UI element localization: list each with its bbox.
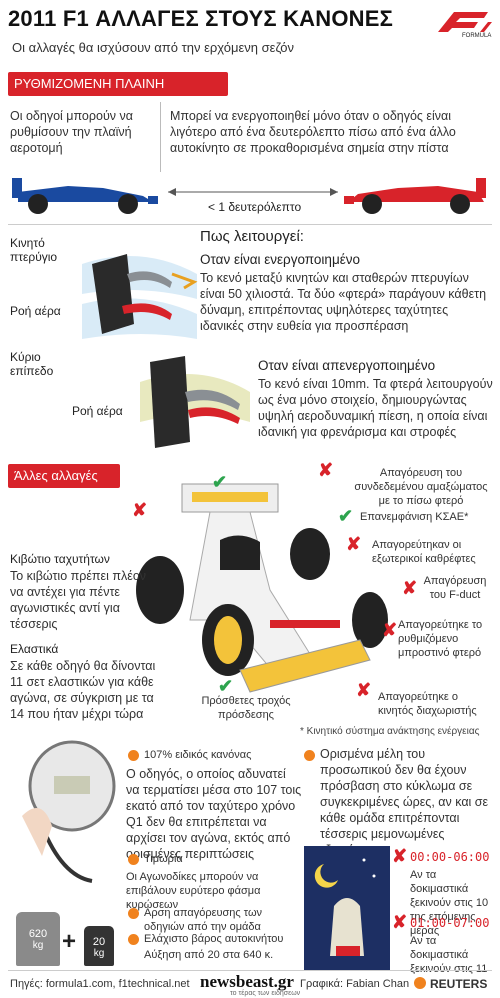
time2-x-icon: ✘ xyxy=(392,912,408,932)
splitter-x-icon: ✘ xyxy=(356,680,372,700)
section-bar-drs: ΡΥΘΜΙΖΟΜΕΝΗ ΠΛΑΙΝΗ ΑΕΡΟΤΟΜΗ xyxy=(8,72,228,115)
kers-check-icon-2: ✔ xyxy=(338,506,354,526)
footer-brand: newsbeast.gr xyxy=(200,972,294,991)
drs-left-text: Οι οδηγοί μπορούν να ρυθμίσουν την πλαϊν… xyxy=(10,109,133,155)
bullet-icon xyxy=(128,854,139,865)
fduct-text: Απαγόρευση του F-duct xyxy=(423,575,487,601)
weight-20: 20 kg xyxy=(84,926,114,966)
front-wing-text: Απαγορεύτηκε το ρυθμιζόμενο μπροστινό φτ… xyxy=(398,619,483,659)
footer-graphics: Γραφικά: Fabian Chan xyxy=(300,978,410,990)
stopwatch-icon xyxy=(22,740,116,883)
svg-text:FORMULA 1: FORMULA 1 xyxy=(462,33,492,38)
activated-title: Οταν είναι ενεργοποιημένο xyxy=(200,252,360,267)
deactivated-title: Οταν είναι απενεργοποιημένο xyxy=(258,358,436,373)
min-weight-title: Ελάχιστο βάρος αυτοκινήτου xyxy=(144,933,284,945)
front-wing-x-icon: ✘ xyxy=(382,620,398,640)
blue-car xyxy=(12,178,158,214)
time1-label: 00:00-06:00 xyxy=(410,850,490,864)
weight-unit: kg xyxy=(32,940,44,951)
mirrors-text: Απαγορεύτηκαν οι εξωτερικοί καθρέφτες xyxy=(372,539,476,565)
label-moving-flap: Κινητό πτερύγιο xyxy=(10,236,58,264)
gap-label: < 1 δευτερόλεπτο xyxy=(208,200,302,214)
gearbox-text: Το κιβώτιο πρέπει πλέον να αντέχει για π… xyxy=(10,569,147,631)
label-airflow-1: Ροή αέρα xyxy=(10,304,61,318)
penalties-title: Τιμωρία xyxy=(144,853,183,865)
bullet-icon xyxy=(128,908,139,919)
rule-107-text: Ο οδηγός, ο οποίος αδυνατεί να τερματίσε… xyxy=(126,767,302,861)
tyres-text: Σε κάθε οδηγό θα δίνονται 11 σετ ελαστικ… xyxy=(10,659,156,721)
wing-open-diagram xyxy=(82,254,198,339)
weight-620-value: 620 xyxy=(28,928,48,940)
penalties-text: Οι Αγωνοδίκες μπορούν να επιβάλουν ευρύτ… xyxy=(126,871,261,911)
bullet-icon xyxy=(128,934,139,945)
tyres-title: Ελαστικά xyxy=(10,642,59,656)
page-subtitle: Οι αλλαγές θα ισχύσουν από την ερχόμενη … xyxy=(12,40,295,55)
plus-icon: + xyxy=(62,928,77,955)
kers-text: Επανεμφάνιση ΚΣΑΕ* xyxy=(360,511,469,523)
drs-right-text: Μπορεί να ενεργοποιηθεί μόνο όταν ο οδηγ… xyxy=(170,109,456,155)
time1-text: Αν τα δοκιμαστικά ξεκινούν στις 10 της ε… xyxy=(410,869,489,937)
page-title: 2011 F1 ΑΛΛΑΓΕΣ ΣΤΟΥΣ ΚΑΝΟΝΕΣ xyxy=(8,6,394,31)
rule-107-title: 107% ειδικός κανόνας xyxy=(144,749,252,761)
staff-text: Ορισμένα μέλη του προσωπικού δεν θα έχου… xyxy=(320,747,489,857)
team-orders-text: Αρση απαγόρευσης των οδηγιών από την ομά… xyxy=(144,907,263,933)
tethers-check-icon: ✔ xyxy=(218,676,234,696)
kers-check-icon: ✔ xyxy=(212,472,228,492)
footer-sources: Πηγές: formula1.com, f1technical.net xyxy=(10,978,190,990)
gearbox-x-icon: ✘ xyxy=(132,500,148,520)
label-airflow-2: Ροή αέρα xyxy=(72,404,123,418)
section-bar-other: Άλλες αλλαγές xyxy=(8,464,120,488)
ban-diffuser-text: Απαγόρευση του συνδεδεμένου αμαξώματος μ… xyxy=(354,467,488,507)
wing-closed-diagram xyxy=(140,356,250,448)
min-weight-text: Αύξηση από 20 στα 640 κ. xyxy=(144,949,274,961)
divider xyxy=(8,970,492,971)
divider xyxy=(160,102,161,172)
bullet-icon xyxy=(304,750,315,761)
time2-text: Αν τα δοκιμαστικά ξεκινούν στις 11 xyxy=(410,935,488,975)
time1-x-icon: ✘ xyxy=(392,846,408,866)
bullet-icon xyxy=(128,750,139,761)
ban-diffuser-x-icon: ✘ xyxy=(318,460,334,480)
label-main-plane: Κύριο επίπεδο xyxy=(10,350,54,378)
gearbox-title: Κιβώτιο ταχυτήτων xyxy=(10,552,110,566)
deactivated-text: Το κενό είναι 10mm. Τα φτερά λειτουργούν… xyxy=(258,377,493,439)
activated-text: Το κενό μεταξύ κινητών και σταθερών πτερ… xyxy=(200,271,487,333)
divider xyxy=(8,224,492,225)
fduct-x-icon: ✘ xyxy=(402,578,418,598)
night-illustration xyxy=(304,846,390,970)
footer-agency: REUTERS xyxy=(430,977,488,991)
footnote: * Κινητικό σύστημα ανάκτησης ενέργειας xyxy=(300,726,480,737)
mirrors-x-icon: ✘ xyxy=(346,534,362,554)
weight-20-value: 20 xyxy=(92,936,106,948)
how-heading: Πως λειτουργεί: xyxy=(200,228,304,245)
footer-brand-tag: το τέρας των ειδήσεων xyxy=(230,990,301,997)
weight-unit: kg xyxy=(93,948,105,959)
cars-illustration xyxy=(12,178,486,214)
reuters-logo-icon xyxy=(414,977,426,989)
f1-car-illustration xyxy=(136,483,388,693)
f1-logo-icon: FORMULA 1 xyxy=(438,12,492,38)
splitter-text: Απαγορεύτηκε ο κινητός διαχωριστής xyxy=(378,691,477,717)
time2-label: 01:00-07:00 xyxy=(410,916,490,930)
red-car xyxy=(344,178,486,214)
weight-620: 620 kg xyxy=(16,912,60,966)
tethers-text: Πρόσθετες τροχός πρόσδεσης xyxy=(201,695,291,721)
